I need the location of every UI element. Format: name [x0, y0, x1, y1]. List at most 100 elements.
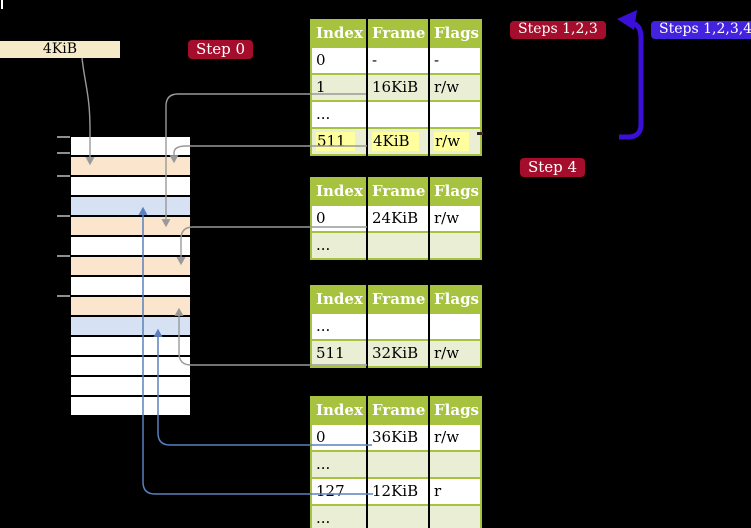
table-cell: 0	[311, 204, 367, 232]
recursion-loop-arrow	[619, 20, 644, 140]
highlighted-value: 4KiB	[372, 132, 419, 151]
badge-step-4: Step 4	[520, 158, 586, 177]
table-cell: -	[428, 46, 481, 74]
memory-frame-row-peach	[71, 217, 190, 237]
memory-boundary-tick	[57, 255, 70, 257]
column-header-flags: Flags	[428, 286, 481, 313]
badge-step-0: Step 0	[188, 40, 254, 59]
table-cell	[428, 312, 481, 340]
badge-steps-1-2-3-4: Steps 1,2,3,4	[651, 21, 751, 39]
memory-boundary-tick	[57, 136, 70, 138]
table-row: ...	[311, 312, 481, 340]
table-cell: 1	[311, 73, 367, 101]
memory-boundary-tick	[57, 175, 70, 177]
table-cell: r/w	[428, 339, 481, 367]
column-header-frame: Frame	[366, 178, 429, 205]
table-cell: ...	[311, 504, 367, 528]
table-cell: 0	[311, 423, 367, 451]
table-cell: 24KiB	[366, 204, 429, 232]
frame-size-label: 4KiB	[0, 41, 120, 58]
table-cell: -	[366, 46, 429, 74]
table-cell	[366, 450, 429, 478]
highlighted-value: 511	[316, 132, 355, 151]
memory-frame-row-blue	[71, 197, 190, 217]
column-header-index: Index	[311, 178, 367, 205]
table-row: ...	[311, 231, 481, 259]
column-header-flags: Flags	[428, 20, 481, 47]
memory-frame-row-white	[71, 397, 190, 415]
table-cell: ...	[311, 231, 367, 259]
table-cell	[428, 504, 481, 528]
memory-frame-row-peach	[71, 297, 190, 317]
table-cell	[428, 450, 481, 478]
table-cell: 127	[311, 477, 367, 505]
table-row: 0--	[311, 46, 481, 74]
table-cell: r	[428, 477, 481, 505]
table-cell: r/w	[428, 423, 481, 451]
table-cell: r/w	[428, 204, 481, 232]
table-cell: r/w	[428, 73, 481, 101]
table-cell	[366, 312, 429, 340]
table-row: ...	[311, 100, 481, 128]
table-cell: 36KiB	[366, 423, 429, 451]
memory-boundary-tick	[57, 152, 70, 154]
memory-frame-row-white	[71, 337, 190, 357]
memory-frame-row-white	[71, 137, 190, 157]
column-header-flags: Flags	[428, 178, 481, 205]
column-header-flags: Flags	[428, 397, 481, 424]
table-cell: ...	[311, 450, 367, 478]
table-cell: 511	[311, 127, 367, 155]
table-cell	[366, 504, 429, 528]
table-cell: 32KiB	[366, 339, 429, 367]
table-cell: 4KiB	[366, 127, 429, 155]
physical-memory-column	[71, 137, 190, 415]
top-left-edge-mark	[1, 0, 3, 9]
memory-boundary-tick	[57, 215, 70, 217]
highlighted-value: r/w	[434, 132, 470, 151]
column-header-frame: Frame	[366, 286, 429, 313]
memory-frame-row-peach	[71, 157, 190, 177]
column-header-index: Index	[311, 20, 367, 47]
memory-boundary-tick	[57, 295, 70, 297]
table-cell: r/w	[428, 127, 481, 155]
column-header-index: Index	[311, 286, 367, 313]
recursion-loop-arrowhead	[617, 10, 637, 30]
memory-frame-row-white	[71, 357, 190, 377]
table-cell	[366, 231, 429, 259]
memory-frame-row-white	[71, 277, 190, 297]
table-cell: ...	[311, 312, 367, 340]
table-cell: 0	[311, 46, 367, 74]
table-cell: 16KiB	[366, 73, 429, 101]
memory-frame-row-white	[71, 177, 190, 197]
column-header-index: Index	[311, 397, 367, 424]
table-cell	[428, 231, 481, 259]
column-header-frame: Frame	[366, 397, 429, 424]
table-cell	[366, 100, 429, 128]
table-row: 511 4KiB r/w	[311, 127, 481, 155]
table-row: ...	[311, 450, 481, 478]
memory-frame-row-white	[71, 377, 190, 397]
table-cell: 12KiB	[366, 477, 429, 505]
memory-frame-row-peach	[71, 257, 190, 277]
memory-frame-row-blue	[71, 317, 190, 337]
table-row: ...	[311, 504, 481, 528]
table-cell	[428, 100, 481, 128]
table-cell: ...	[311, 100, 367, 128]
loop-arrow-remnant-dash	[477, 132, 483, 135]
column-header-frame: Frame	[366, 20, 429, 47]
table-cell: 511	[311, 339, 367, 367]
